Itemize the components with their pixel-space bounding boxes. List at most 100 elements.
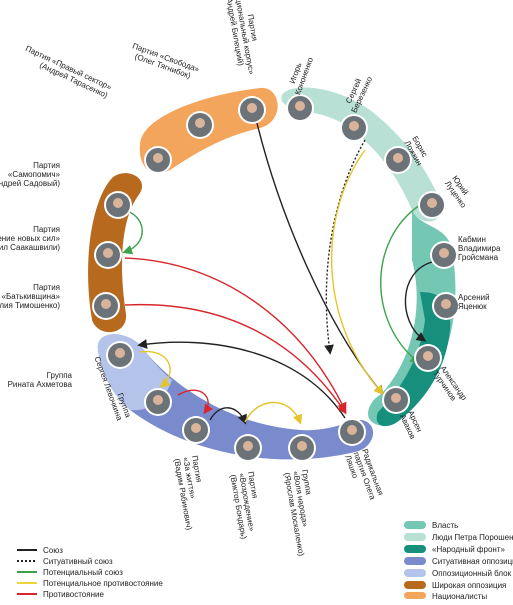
union-line-lyashko-akhmetov [137,339,346,419]
node-label-line: Кабмин [458,235,486,244]
node-label-line: Гройсмана [458,253,499,262]
node-label: Партия«Батькивщина»(Юлия Тимошенко) [0,283,61,310]
legend-vlast-label: Власть [432,521,458,530]
node-label: Партия «Правый сектор»(Андрей Тарасенко) [20,44,113,100]
node-lutsenko: ЮрийЛуценко [418,174,476,219]
node-label-line: Группа [47,371,73,380]
node-rabinovich: Партия«За життя»(Вадим Рабинович) [172,416,211,531]
portrait-face [423,351,433,361]
portrait-face [115,348,125,358]
portrait-face [393,153,403,163]
node-label: Партия«Возрождение»(Виктор Бондарь) [228,471,266,540]
portrait-face [101,299,111,309]
node-label: ЮрийЛуценко [443,174,476,210]
node-label: Партия«Движение новых сил»(Михеил Саакаш… [0,225,61,252]
node-tymoshenko: Партия«Батькивщина»(Юлия Тимошенко) [0,283,120,320]
node-label-line: Партия [33,283,60,292]
portrait-face [439,248,449,258]
potential-opposition-berezenko-avakov [330,149,384,396]
node-label-line: (Михеил Саакашвили) [0,243,60,252]
portrait-face [295,101,305,111]
node-label: Радикальнаяпартия ОлегаЛяшко [343,448,386,505]
node-label: АлександрТурчинов [431,364,469,408]
node-label-line: Владимира [458,244,501,253]
legend-narodny-front-label: «Народный фронт» [432,545,505,554]
node-label: Партия«За життя»(Вадим Рабинович) [172,455,211,531]
node-label-line: «Самопомич» [8,170,61,179]
portrait-face [153,395,163,405]
opposition-levochkin-rabinovich [177,389,214,415]
legend-opposition-label: Противостояние [43,590,104,599]
legend-opposition-bloc-label: Оппозиционный блок [432,569,512,578]
legend-narodny-front-swatch [404,545,426,553]
union-line-biletsky-avakov [254,114,384,396]
legend-left: Союз Ситуативный союз Потенциальный союз… [17,546,163,599]
portrait-face [191,423,201,433]
legend-union-label: Союз [43,546,63,555]
legend-situational-opposition-swatch [404,557,426,565]
potential-opposition-akhmetov-levochkin [139,350,171,388]
legend-right: Власть Люди Петра Порошенко «Народный фр… [404,521,513,601]
legend-broad-opposition-swatch [404,581,426,589]
opposition-saakashvili-lyashko [124,257,347,413]
portrait-face [297,441,307,451]
opposition-tymoshenko-lyashko [124,303,347,415]
portrait-face [243,441,253,451]
band-situational-opposition [97,334,374,460]
portrait-face [113,198,123,208]
node-label-line: Партия [33,161,60,170]
legend-poroshenko-label: Люди Петра Порошенко [432,533,513,542]
node-label-line: «Движение новых сил» [0,234,61,243]
node-lyashko: Радикальнаяпартия ОлегаЛяшко [338,418,386,505]
node-label-line: Партия [33,225,60,234]
legend-potential-union-label: Потенциальный союз [43,568,123,577]
node-label-line: Группа [300,469,313,496]
legend-opposition-bloc-swatch [404,569,426,577]
legend-situational-union-label: Ситуативный союз [43,557,113,566]
node-label: Партия«Национальный корпус»(Андрей Билец… [222,0,265,77]
portrait-face [441,299,451,309]
band-poroshenko [281,87,442,222]
node-saakashvili: Партия«Движение новых сил»(Михеил Саакаш… [0,225,122,269]
node-label-line: (Андрей Садовый) [0,179,60,188]
legend-broad-opposition-label: Широкая оппозиция [432,581,506,590]
portrait-face [347,425,357,435]
node-sadovy: Партия«Самопомич»(Андрей Садовый) [0,161,132,219]
node-label: АрсенАваков [398,409,425,440]
union-line-rabinovich-bondar [209,407,247,425]
node-label-line: Арсений [458,293,490,302]
node-label: Партия «Свобода»(Олег Тягнибок) [128,41,201,82]
union-line-yatsenyuk-turchynov [404,261,433,342]
node-lozhkin: БорисЛожкин [384,135,429,174]
potential-opposition-bondar-moskalenko [244,401,303,425]
portrait-face [349,121,359,131]
legend-poroshenko-swatch [404,533,426,541]
portrait-face [195,118,205,128]
legend-nationalists-swatch [404,592,426,599]
portrait-face [427,198,437,208]
potential-union-lutsenko-turchynov [380,204,421,364]
node-label: Партия«Самопомич»(Андрей Садовый) [0,161,61,188]
node-kononenko: ИгорьКононенко [286,56,315,122]
node-moskalenko: Группа«Воля народа»(Ярослав Москаленко) [282,434,316,557]
node-label-line: Рината Ахметова [8,380,73,389]
node-label-line: (Юлия Тимошенко) [0,301,60,310]
legend-potential-opposition-label: Потенциальное противостояние [43,579,163,588]
portrait-face [247,103,257,113]
relation-lines [122,114,433,425]
portrait-face [153,153,163,163]
legend-situational-opposition-label: Ситуативная оппозиция [432,557,513,566]
node-label-line: «Батькивщина» [2,292,61,301]
node-label-line: Яценюк [458,302,487,311]
portrait-face [103,248,113,258]
potential-union-sadovy-saakashvili [122,209,143,255]
portrait-face [391,393,401,403]
